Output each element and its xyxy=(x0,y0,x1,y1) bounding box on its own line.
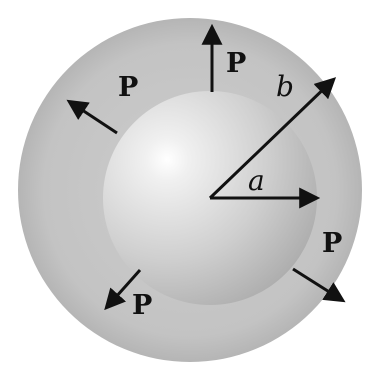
pressure-label-top: P xyxy=(226,48,246,79)
pressure-label-right: P xyxy=(322,228,342,259)
pressure-arrow-lower-left xyxy=(104,269,142,311)
pressure-arrow-right xyxy=(292,267,346,303)
pressure-label-lower-left: P xyxy=(132,290,152,321)
inner-radius-label: a xyxy=(248,164,265,197)
outer-radius-label: b xyxy=(276,70,294,103)
outer-radius-arrow xyxy=(208,77,337,200)
pressure-arrow-upper-left xyxy=(66,99,118,135)
pressure-label-upper-left: P xyxy=(118,72,138,103)
